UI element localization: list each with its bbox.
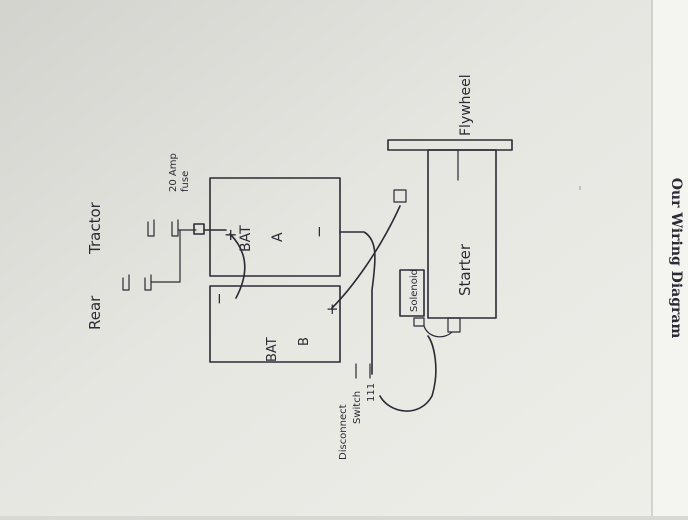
ground-cable xyxy=(339,231,376,375)
series-jumper-wire xyxy=(229,233,246,299)
battery-a-name: BAT xyxy=(238,225,254,252)
solenoid-label: Solenoid xyxy=(409,269,420,312)
starter-label: Starter xyxy=(456,243,474,296)
positive-cable xyxy=(331,205,401,309)
battery-b-name: BAT xyxy=(265,337,280,362)
fuse xyxy=(193,223,205,235)
underlying-sheet xyxy=(652,0,688,516)
battery-a xyxy=(209,177,341,277)
battery-a-negative: − xyxy=(310,225,328,238)
battery-b xyxy=(209,285,341,363)
disconnect-label: Disconnect xyxy=(338,404,349,460)
switch-label: Switch xyxy=(352,391,363,424)
fuse-amp-label: 20 Amp xyxy=(168,153,179,192)
fuse-type-label: fuse xyxy=(180,171,191,192)
starter-bolt-terminal xyxy=(447,317,461,333)
solenoid-terminal xyxy=(413,317,425,327)
ground-return-wire xyxy=(379,335,437,412)
solenoid xyxy=(399,269,425,317)
solenoid-strap xyxy=(423,325,453,338)
battery-b-letter: B xyxy=(297,337,312,346)
tractor-label: Tractor xyxy=(86,201,104,255)
flywheel-label: Flywheel xyxy=(458,74,474,136)
page-title: Our Wiring Diagram xyxy=(668,178,684,339)
switch-mark: 111 xyxy=(366,383,377,402)
battery-b-negative: − xyxy=(210,292,228,305)
starter-motor xyxy=(427,149,497,319)
rear-label: Rear xyxy=(86,295,104,330)
starter-terminal xyxy=(393,189,407,203)
battery-a-letter: A xyxy=(270,232,286,242)
rear-light-connectors xyxy=(122,219,197,291)
